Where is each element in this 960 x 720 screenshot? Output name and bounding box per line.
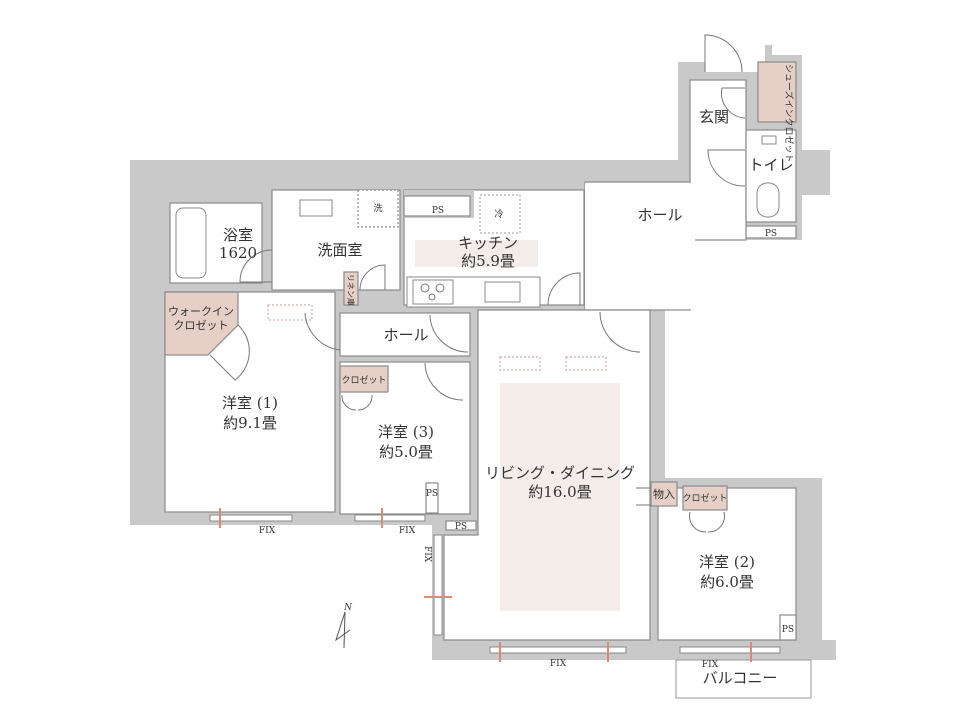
toilet-label: トイレ: [748, 156, 793, 174]
living-label: リビング・ダイニング: [485, 464, 635, 482]
living-area: 約16.0畳: [528, 483, 591, 501]
wic-label-1: ウォークイン: [168, 305, 234, 318]
fix-label: FIX: [259, 526, 276, 536]
entrance-label: 玄関: [699, 108, 729, 126]
kitchen-label-bg: [415, 240, 538, 267]
linen-closet: [343, 271, 359, 306]
hall-north-label: ホール: [637, 206, 682, 224]
room2-closet-label: クロゼット: [682, 492, 727, 504]
shoes-closet: [757, 61, 797, 123]
stove: [412, 279, 454, 305]
sink: [484, 281, 521, 303]
washer-label: 洗: [373, 202, 382, 214]
window-living: [489, 646, 627, 654]
ps-box: [403, 195, 471, 217]
storage: [650, 481, 678, 507]
fix-label: FIX: [422, 546, 432, 563]
compass-north-label: N: [343, 603, 353, 613]
toilet-tank: [761, 135, 777, 145]
kitchen-label: キッチン: [458, 234, 518, 252]
bathtub: [175, 207, 207, 279]
wash-basin: [299, 199, 333, 217]
kitchen-area: 約5.9畳: [461, 252, 515, 270]
room1-area: 約9.1畳: [223, 414, 277, 432]
doors: [209, 34, 746, 533]
ps-label: PS: [426, 489, 438, 499]
ps-label: PS: [782, 625, 794, 635]
storage-label: 物入: [653, 487, 675, 501]
bath-label: 浴室: [223, 226, 253, 244]
room3-closet: [339, 365, 389, 393]
room1-label: 洋室 (1): [222, 394, 278, 412]
ps-label: PS: [765, 229, 777, 239]
hall-center-label: ホール: [383, 326, 428, 344]
ps-room3: [425, 482, 439, 514]
window-room3: [354, 514, 426, 522]
toilet-bowl: [756, 182, 780, 218]
linen-label: リネン庫: [346, 274, 356, 306]
washer-space: [357, 189, 399, 228]
balcony: [675, 659, 812, 699]
room2-closet: [682, 485, 728, 511]
window-room2: [679, 646, 781, 654]
fridge-label: 冷: [494, 208, 503, 220]
fix-label: FIX: [550, 659, 567, 669]
ps-label: PS: [432, 206, 444, 216]
hall-center: [339, 312, 471, 357]
room2-label: 洋室 (2): [699, 553, 755, 571]
aircon-mark: [565, 356, 607, 371]
burner-icon: [428, 293, 436, 301]
shoes-closet-label: シューズインクロゼット: [783, 64, 795, 163]
washroom-label: 洗面室: [317, 241, 362, 259]
room3-label: 洋室 (3): [378, 423, 434, 441]
ps-toilet: [745, 225, 797, 239]
fix-label: FIX: [702, 660, 719, 670]
room2-area: 約6.0畳: [700, 573, 754, 591]
burner-icon: [420, 283, 430, 293]
aircon-mark: [267, 304, 313, 321]
hall-fill: [585, 183, 695, 309]
compass-icon: N: [335, 603, 353, 649]
ps-label: PS: [455, 522, 467, 532]
entrance: [689, 79, 747, 241]
living-rug: [500, 383, 620, 611]
balcony-label: バルコニー: [703, 669, 778, 687]
bath-size: 1620: [219, 244, 257, 262]
fridge-space: [479, 194, 521, 234]
wic-label-2: クロゼット: [174, 319, 229, 332]
room3-closet-label: クロゼット: [341, 374, 386, 386]
walk-in-closet: [164, 291, 239, 356]
ps-room3-b: [445, 520, 477, 531]
room3-area: 約5.0畳: [379, 443, 433, 461]
window-living-side: [433, 534, 443, 636]
window-room1: [209, 514, 293, 522]
burner-icon: [435, 283, 445, 293]
fix-label: FIX: [399, 526, 416, 536]
ps-room2: [779, 614, 797, 641]
aircon-mark: [499, 356, 541, 371]
